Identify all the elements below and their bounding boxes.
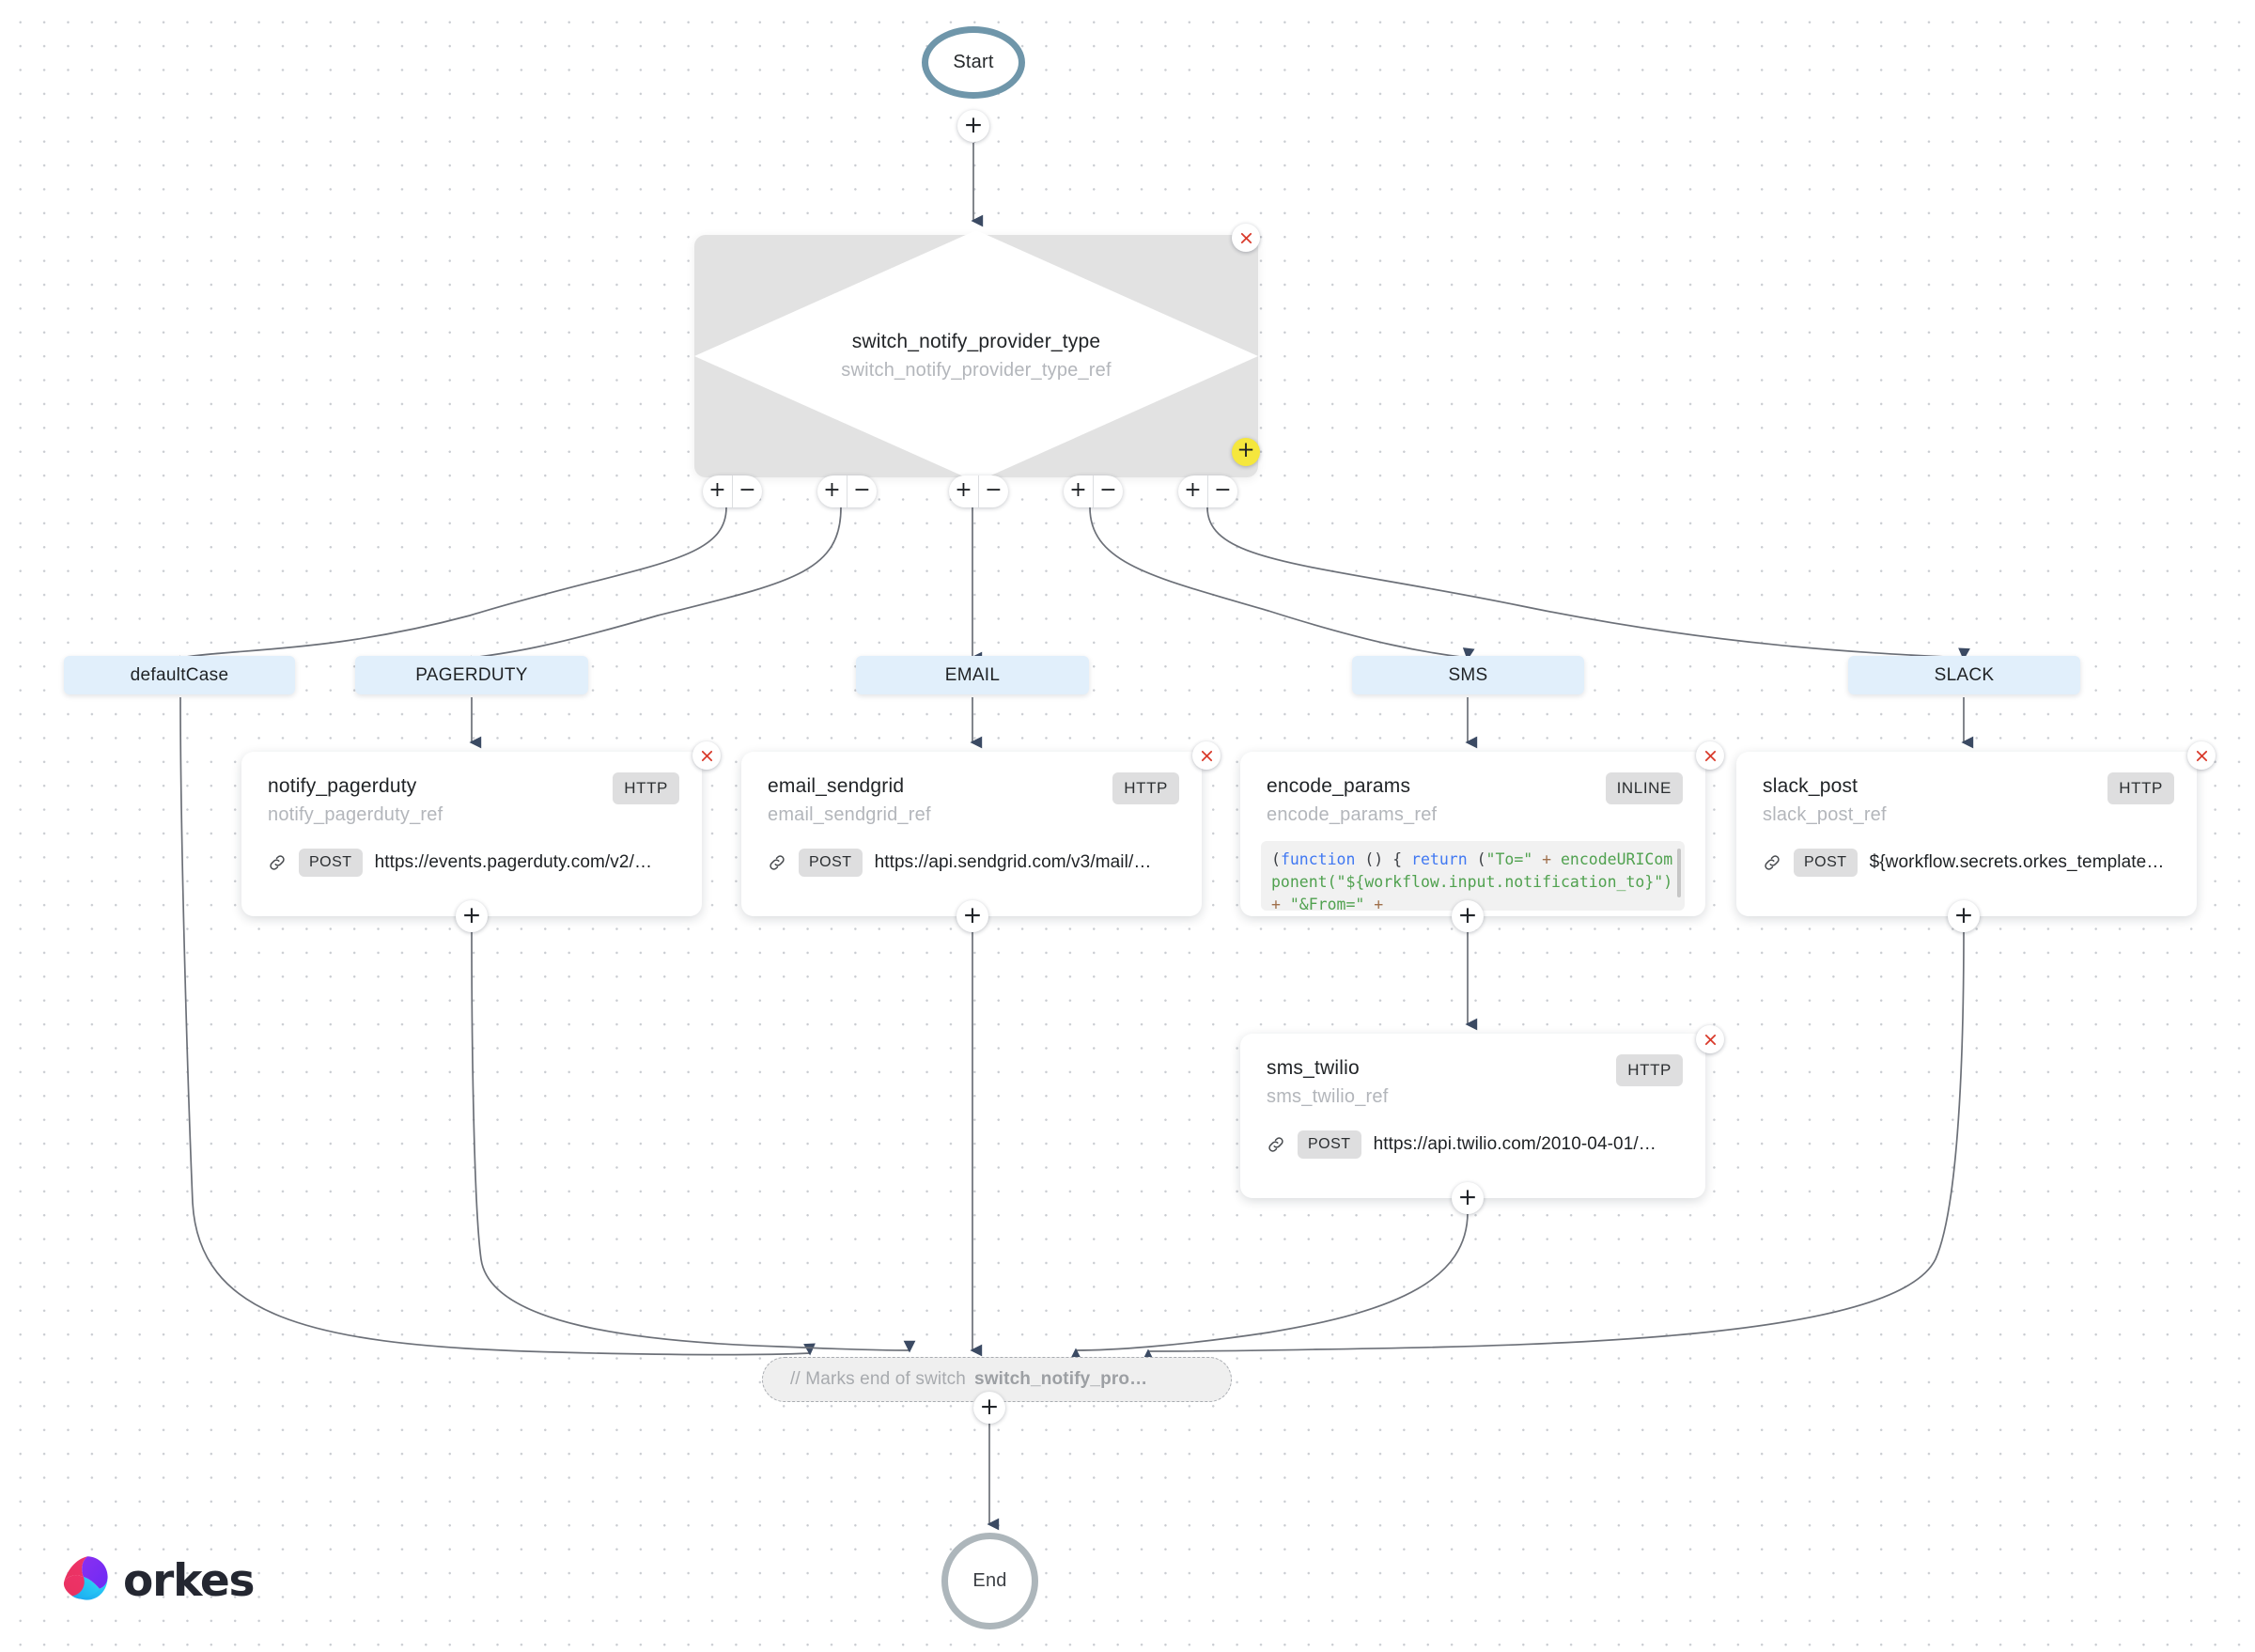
task-card-encode-params[interactable]: encode_params encode_params_ref INLINE (… (1240, 752, 1705, 916)
branch-add-button[interactable]: + (823, 477, 841, 502)
end-node[interactable]: End (941, 1533, 1038, 1629)
close-icon[interactable] (1696, 741, 1724, 770)
task-type-badge: INLINE (1605, 772, 1683, 804)
branch-remove-button[interactable]: − (1093, 475, 1123, 507)
close-icon[interactable] (1192, 741, 1221, 770)
link-icon (768, 853, 786, 872)
close-x-glyph (1240, 232, 1252, 243)
orkes-mark-icon (62, 1553, 113, 1609)
task-card-notify-pagerduty[interactable]: notify_pagerduty notify_pagerduty_ref HT… (241, 752, 702, 916)
task-url: https://api.twilio.com/2010-04-01/… (1373, 1134, 1656, 1154)
task-url: ${workflow.secrets.orkes_template… (1869, 852, 2165, 872)
add-task-after-encode-params-button[interactable] (1452, 900, 1484, 932)
branch-controls-slack[interactable]: + − (1178, 475, 1237, 507)
branch-controls-default[interactable]: + − (703, 475, 762, 507)
end-label: End (972, 1570, 1007, 1591)
branch-add-button[interactable]: + (1184, 477, 1202, 502)
add-task-after-email-button[interactable] (956, 900, 988, 932)
switch-end-comment: // Marks end of switch (790, 1369, 967, 1389)
branch-add-button[interactable]: + (955, 477, 972, 502)
task-title: slack_post (1763, 775, 1858, 797)
close-x-glyph (2196, 750, 2207, 761)
orkes-wordmark: orkes (123, 1555, 256, 1607)
case-label-pagerduty[interactable]: PAGERDUTY (355, 656, 588, 694)
case-label-defaultcase[interactable]: defaultCase (64, 656, 295, 694)
close-x-glyph (1201, 750, 1212, 761)
switch-node-ref: switch_notify_provider_type_ref (841, 360, 1112, 381)
case-label-email[interactable]: EMAIL (856, 656, 1089, 694)
switch-end-name: switch_notify_pro… (974, 1369, 1148, 1389)
link-icon (1763, 853, 1781, 872)
task-ref: sms_twilio_ref (1267, 1086, 1389, 1107)
task-type-badge: HTTP (613, 772, 679, 804)
task-card-sms-twilio[interactable]: sms_twilio sms_twilio_ref HTTP POST http… (1240, 1034, 1705, 1198)
http-method-badge: POST (299, 849, 363, 877)
task-url: https://api.sendgrid.com/v3/mail/… (874, 852, 1152, 872)
close-icon[interactable] (2187, 741, 2216, 770)
add-task-after-switch-end-button[interactable] (973, 1392, 1005, 1424)
task-type-badge: HTTP (1112, 772, 1179, 804)
task-url: https://events.pagerduty.com/v2/… (374, 852, 653, 872)
inline-code-preview[interactable]: (function () { return ("To=" + encodeURI… (1261, 841, 1685, 911)
orkes-pinwheel-glyph (63, 1556, 108, 1600)
switch-node-title: switch_notify_provider_type (851, 331, 1101, 352)
link-icon (268, 853, 287, 872)
branch-controls-pagerduty[interactable]: + − (817, 475, 877, 507)
task-ref: notify_pagerduty_ref (268, 804, 443, 825)
branch-controls-email[interactable]: + − (949, 475, 1008, 507)
orkes-logo: orkes (62, 1553, 256, 1609)
task-ref: slack_post_ref (1763, 804, 1887, 825)
task-card-email-sendgrid[interactable]: email_sendgrid email_sendgrid_ref HTTP P… (741, 752, 1202, 916)
task-title: encode_params (1267, 775, 1411, 797)
case-label-sms[interactable]: SMS (1352, 656, 1584, 694)
branch-remove-button[interactable]: − (978, 475, 1008, 507)
start-label: Start (953, 52, 994, 72)
branch-add-button[interactable]: + (1069, 477, 1087, 502)
branch-controls-sms[interactable]: + − (1064, 475, 1123, 507)
switch-node[interactable]: switch_notify_provider_type switch_notif… (694, 230, 1258, 482)
start-node[interactable]: Start (922, 26, 1025, 99)
close-x-glyph (1704, 750, 1716, 761)
task-ref: email_sendgrid_ref (768, 804, 931, 825)
add-task-after-slack-button[interactable] (1948, 900, 1980, 932)
branch-remove-button[interactable]: − (732, 475, 762, 507)
task-card-slack-post[interactable]: slack_post slack_post_ref HTTP POST ${wo… (1736, 752, 2197, 916)
close-icon[interactable] (692, 741, 721, 770)
link-icon (1267, 1135, 1285, 1154)
http-method-badge: POST (1794, 849, 1858, 877)
task-ref: encode_params_ref (1267, 804, 1438, 825)
close-x-glyph (701, 750, 712, 761)
branch-add-button[interactable]: + (708, 477, 726, 502)
http-method-badge: POST (1298, 1130, 1361, 1159)
close-icon[interactable] (1232, 224, 1260, 252)
http-method-badge: POST (799, 849, 863, 877)
task-type-badge: HTTP (1616, 1054, 1683, 1086)
branch-remove-button[interactable]: − (1207, 475, 1237, 507)
add-task-after-sms-button[interactable] (1452, 1182, 1484, 1214)
branch-remove-button[interactable]: − (847, 475, 877, 507)
add-case-icon[interactable] (1232, 438, 1260, 466)
add-task-after-pagerduty-button[interactable] (456, 900, 488, 932)
add-task-after-start-button[interactable] (957, 110, 989, 142)
case-label-slack[interactable]: SLACK (1848, 656, 2080, 694)
close-x-glyph (1704, 1034, 1716, 1045)
close-icon[interactable] (1696, 1025, 1724, 1053)
task-type-badge: HTTP (2107, 772, 2174, 804)
